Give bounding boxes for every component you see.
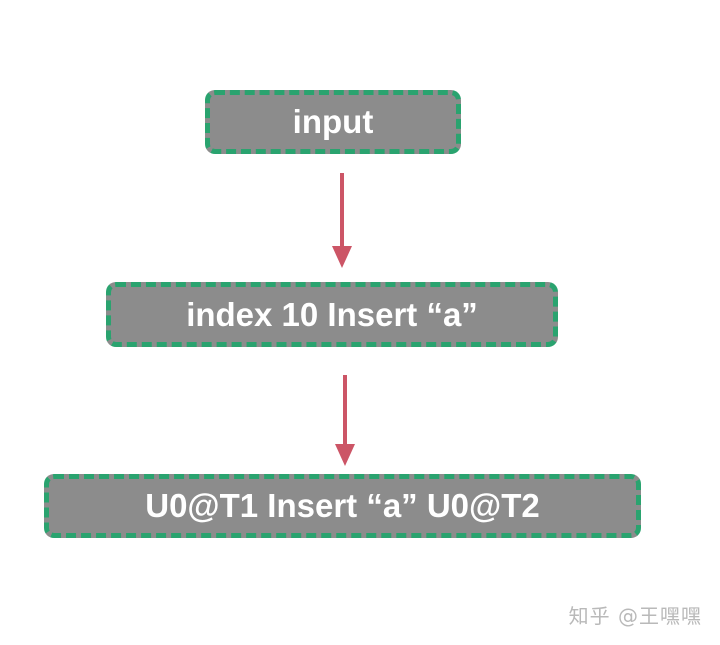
index-insert-label: index 10 Insert “a” [186, 295, 478, 333]
op-insert-node: U0@T1 Insert “a” U0@T2 [44, 474, 641, 538]
arrow-index-to-op [335, 375, 355, 466]
index-insert-node: index 10 Insert “a” [106, 282, 558, 347]
arrow-input-to-index [332, 173, 352, 268]
watermark: 知乎 @王嘿嘿 [568, 604, 702, 628]
input-node: input [205, 90, 461, 154]
op-insert-label: U0@T1 Insert “a” U0@T2 [145, 487, 540, 524]
input-node-label: input [292, 103, 374, 140]
